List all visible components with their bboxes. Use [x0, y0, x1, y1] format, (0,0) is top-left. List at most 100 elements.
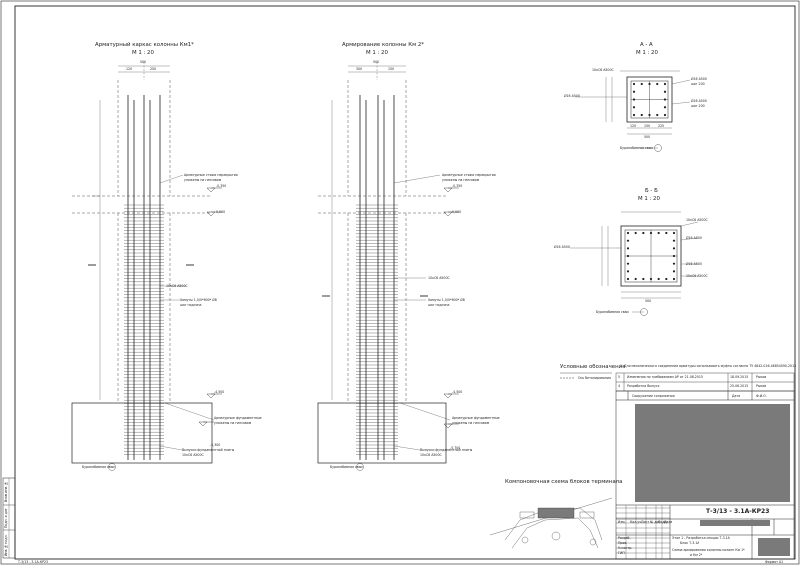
- footer-left: Т-3/13 - 3.1А-КР23: [18, 560, 49, 564]
- stamp-desc-2: Блок Т-3.1А: [680, 541, 700, 545]
- stamp-row-podp: Подп.: [658, 520, 668, 524]
- c2-level-1: -0,350: [452, 184, 463, 188]
- c1-callout-drill: Буронабивная сваи: [82, 465, 115, 469]
- c2-level-2: 0,000: [452, 210, 462, 214]
- stamp-person-2: Пров.: [618, 541, 628, 545]
- sec-b-dim-total: 500: [645, 299, 652, 303]
- c2-callout-weld: Хомуты 1,0/0*600* Ø8: [428, 298, 465, 302]
- rev-1-date: 18.09.2015: [730, 375, 749, 379]
- stamp-person-4: ГИП: [618, 551, 625, 555]
- c1-level-1: -0,350: [216, 184, 227, 188]
- title-block: [615, 390, 795, 560]
- c1-level-4: -5,300: [210, 443, 221, 447]
- stamp-person-1: Разраб.: [618, 536, 631, 540]
- column-1-scale: М 1 : 20: [132, 50, 154, 56]
- c2-callout-release: Выпуски фундаментной плиты: [420, 448, 473, 452]
- rev-2-text: Разработка Выпуск: [627, 384, 660, 388]
- stamp-row-date: Дата: [664, 520, 673, 524]
- section-bb-scale: М 1 : 20: [638, 196, 660, 202]
- sec-b-arm2: Ø16 А500: [686, 262, 702, 266]
- c1-callout-plate2: уложены на гипсовом: [184, 178, 222, 182]
- c2-dim-b: 150: [388, 67, 395, 71]
- c1-dim-a: 120: [126, 67, 133, 71]
- scheme-title: Компоновочная схема блоков терминала: [505, 479, 623, 485]
- c2-callout-plate2: уложены на гипсовом: [442, 178, 480, 182]
- stamp-object: Сооружение сопряжения: [632, 394, 675, 398]
- rev-2-name: Рыков: [756, 384, 767, 388]
- column-2-scale: М 1 : 20: [366, 50, 388, 56]
- stamp-row-kol: Кол.уч: [630, 520, 642, 524]
- stamp-desc-3: Схема армирования колонны колонн Км 1*: [672, 548, 745, 552]
- stamp-row-list: Лист: [641, 520, 650, 524]
- sec-a-arm2b: шаг 200: [691, 82, 705, 86]
- left-strip-2: Подп. и дата: [4, 508, 8, 528]
- c1-callout-weld: Хомуты 1,0/0*600* Ø8: [180, 298, 217, 302]
- general-note: 1. Для механического соединения арматуры…: [620, 364, 797, 368]
- c2-callout-stirrup: 10хС6 А500С: [428, 276, 450, 280]
- section-b-b-drawing: [570, 211, 699, 316]
- column-2-title: Армирование колонны Км 2*: [342, 42, 424, 48]
- stamp-desc-1: Этап 1 - Разработка секции Т-3.1А: [672, 536, 730, 540]
- c2-level-3: -4,500: [452, 390, 463, 394]
- c1-callout-release2: 10хС6 А500С: [182, 453, 204, 457]
- column-1-title: Арматурный каркас колонны Км1*: [95, 42, 194, 48]
- left-strip-3: Инв.№ подл.: [4, 534, 8, 556]
- stamp-sheet-value: Ф.И.О.: [756, 394, 767, 398]
- rev-1-name: Рыков: [756, 375, 767, 379]
- column-2-drawing: [317, 62, 459, 471]
- sec-a-dim-total: 500: [644, 135, 651, 139]
- inner-frame: [14, 5, 796, 560]
- c2-callout-found2: уложены на гипсовом: [452, 421, 490, 425]
- sec-a-dim2: 150: [644, 124, 651, 128]
- c2-callout-plate: Арматурные стяжи перекрытия: [442, 173, 496, 177]
- legend-line-label: Ось бетонирования: [578, 376, 611, 380]
- sec-a-arm3: Ø16 А500: [691, 99, 707, 103]
- c2-dim-top: 500: [373, 60, 380, 64]
- sec-a-dim3: 225: [658, 124, 665, 128]
- rev-1-text: Изменения по требованиям АР от 21.08.201…: [627, 375, 703, 379]
- sec-a-dim1: 120: [630, 124, 637, 128]
- redacted-area-stamp: [700, 520, 770, 526]
- rev-2-num: 4: [618, 384, 621, 388]
- c1-callout-stirrup: 10хС6 А500С: [166, 284, 188, 288]
- sec-a-stirrup: 10хС6 А500С: [592, 68, 614, 72]
- stamp-person-3: Н.контр.: [618, 546, 633, 550]
- footer-right: Формат А1: [765, 560, 784, 564]
- layout-scheme: [489, 497, 613, 549]
- c1-level-3: -4,500: [214, 390, 225, 394]
- c1-dim-b: 250: [150, 67, 157, 71]
- c2-dim-a: 300: [356, 67, 363, 71]
- stamp-code: Т-3/13 - 3.1А-КР23: [706, 508, 770, 515]
- legend-title: Условные обозначения: [560, 364, 626, 370]
- c1-dim-top: 500: [140, 60, 147, 64]
- c1-callout-release: Выпуски фундаментной плиты: [182, 448, 235, 452]
- stamp-sheet-label: Дата: [732, 394, 741, 398]
- section-a-a-drawing: [575, 70, 691, 152]
- sec-b-pile: Буронабивная сваи: [596, 310, 629, 314]
- section-aa-title: А - А: [640, 42, 653, 48]
- sec-b-stirrup: 10хС6 А500С: [686, 218, 708, 222]
- c2-callout-found: Арматурные фундаментные: [452, 416, 500, 420]
- sec-b-lead: Ø16 А500: [554, 245, 570, 249]
- sec-a-arm2: Ø16 А500: [691, 77, 707, 81]
- redacted-area-main: [635, 404, 790, 502]
- redacted-area-logo: [758, 538, 790, 556]
- sec-a-armature: Ø16 А500: [564, 94, 580, 98]
- section-bb-title: Б - Б: [645, 188, 658, 194]
- c2-level-5: -5,700: [450, 446, 461, 450]
- c2-callout-weld2: шаг подгона: [428, 303, 450, 307]
- stamp-desc-4: и Км 2*: [690, 553, 703, 557]
- c1-level-2: 0,000: [216, 210, 226, 214]
- c2-callout-drill: Буронабивная сваи: [330, 465, 363, 469]
- c1-callout-found: Арматурные фундаментные: [214, 416, 262, 420]
- column-2-stirrups: [356, 204, 398, 455]
- rev-2-date: 25.06.2015: [730, 384, 749, 388]
- stamp-row-izm: Изм.: [618, 520, 626, 524]
- left-strip-1: Взам.инв.№: [4, 482, 8, 502]
- stamp-row-doc: № док: [650, 520, 661, 524]
- sec-b-arm: Ø16 А500: [686, 236, 702, 240]
- rev-1-num: 5: [618, 375, 621, 379]
